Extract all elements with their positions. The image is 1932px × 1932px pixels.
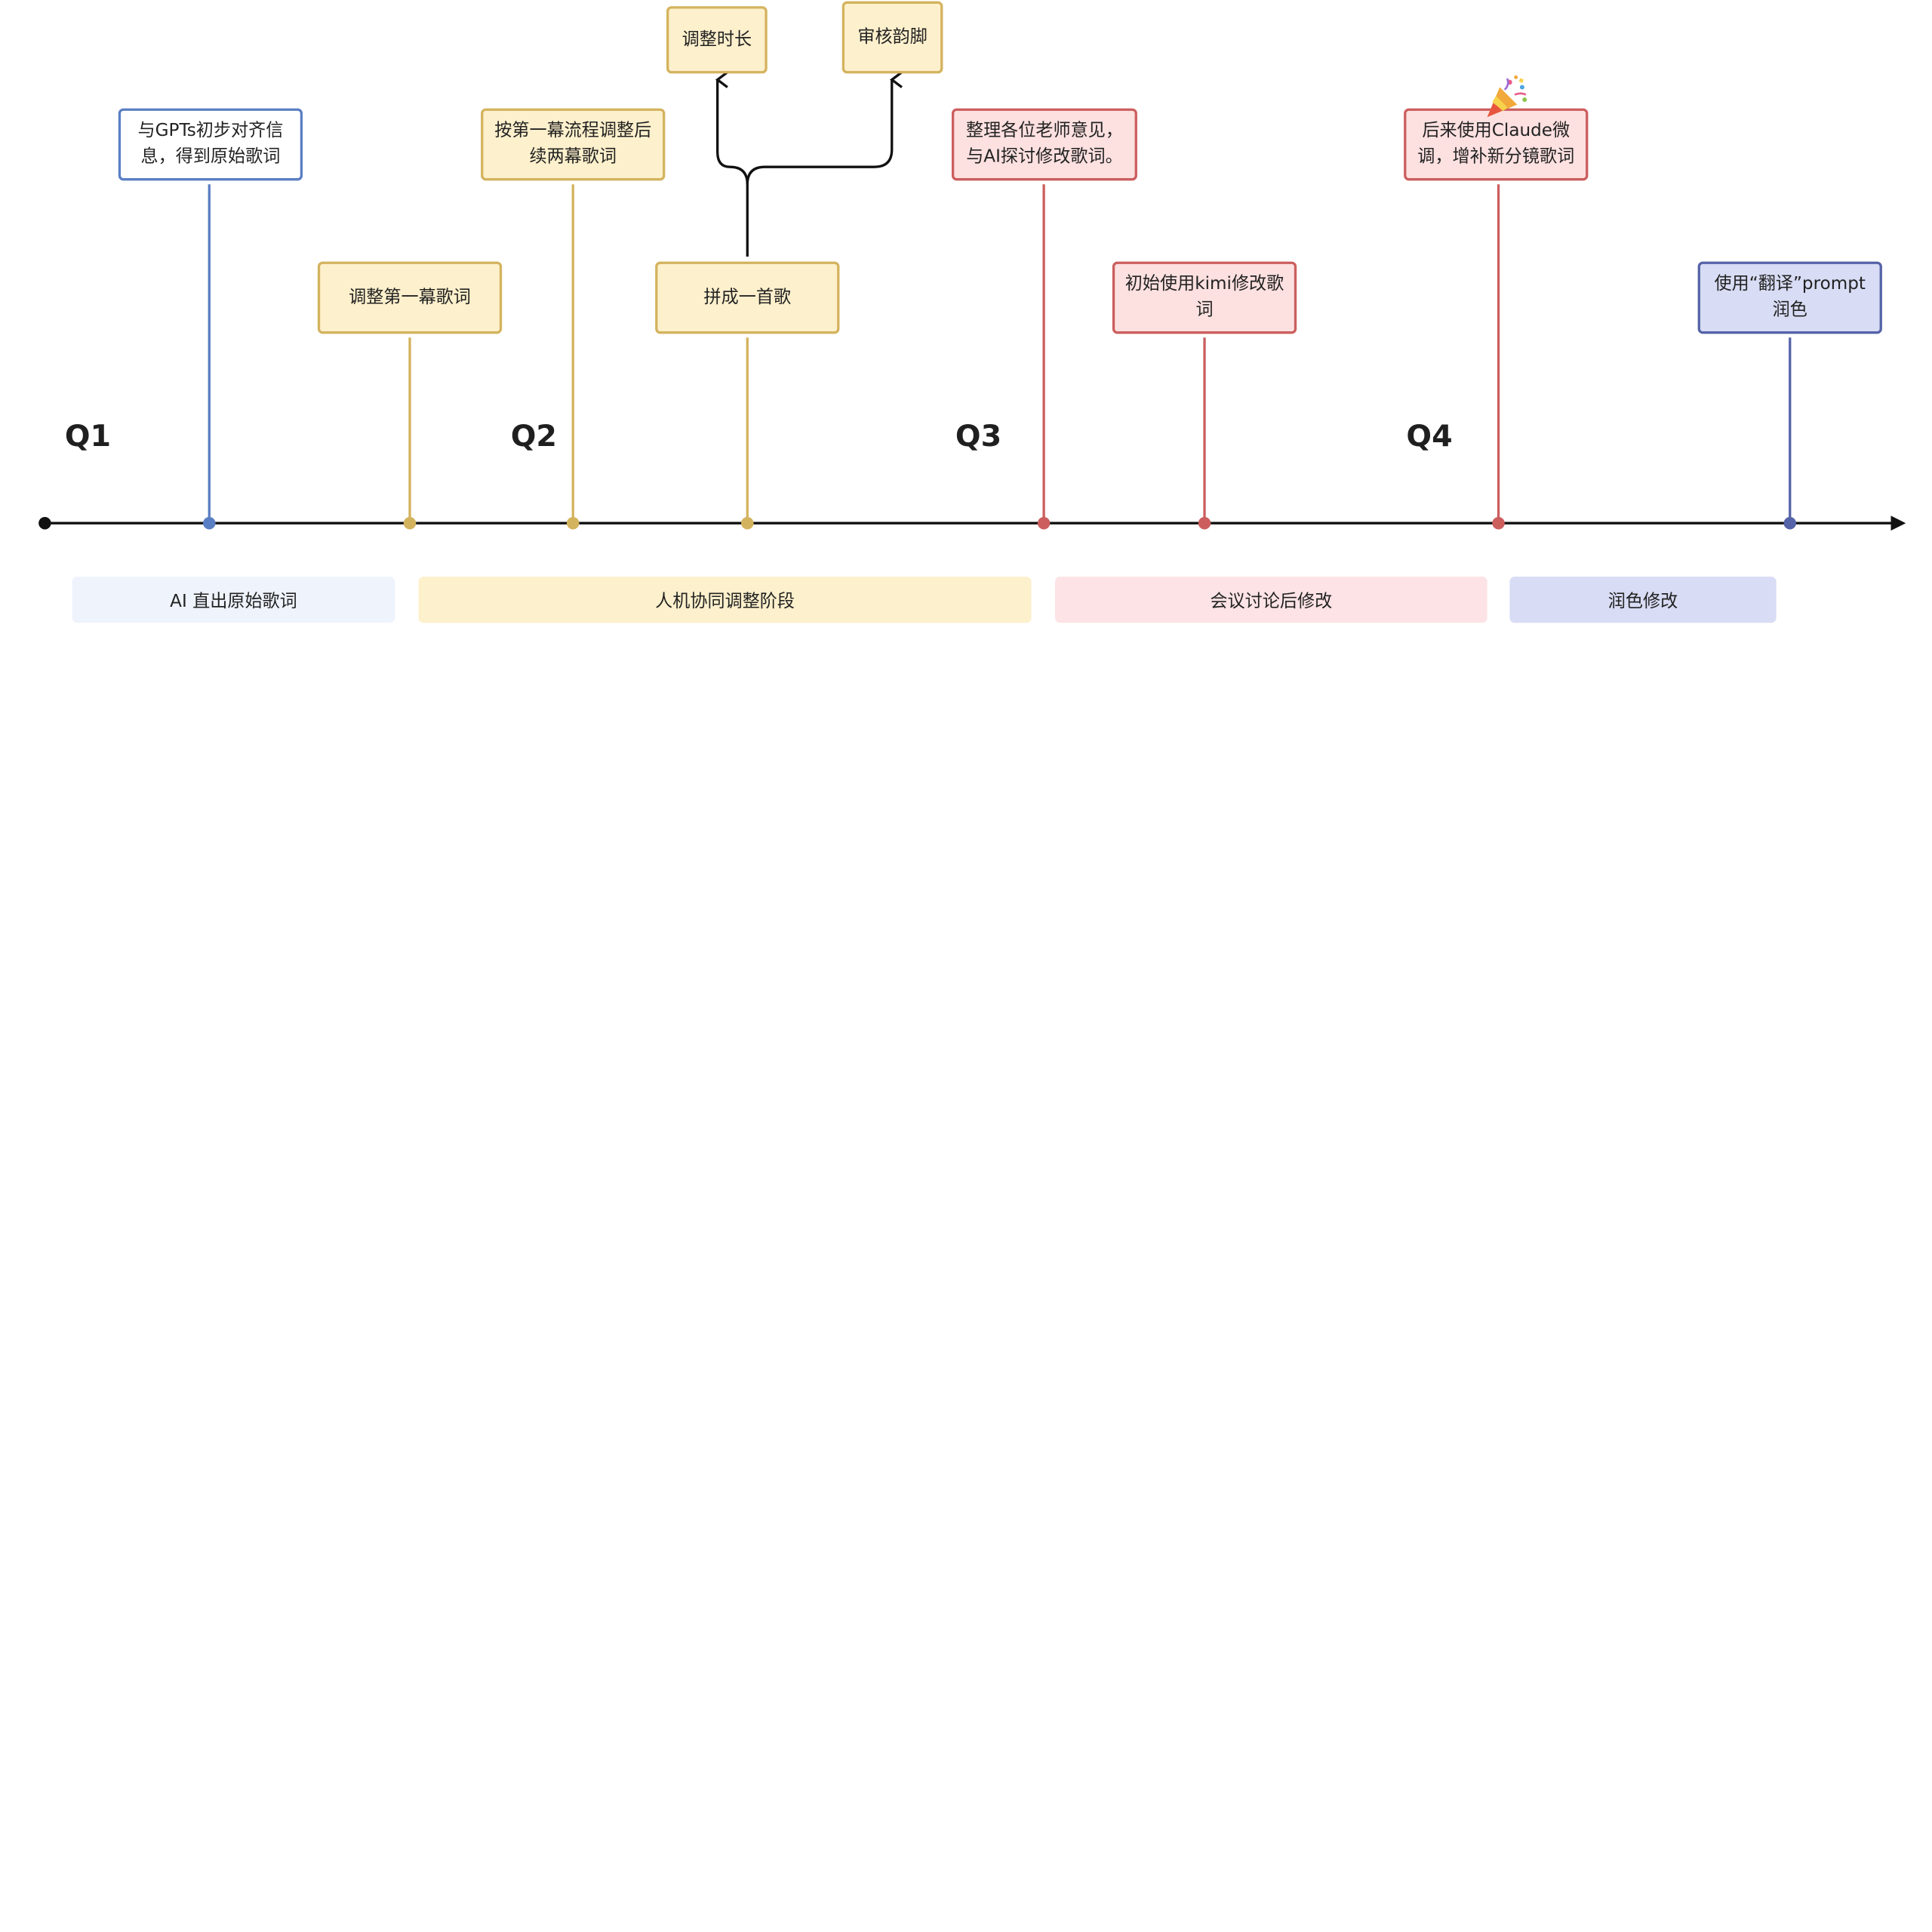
event-text: 调整时长	[681, 29, 752, 50]
event-text: 拼成一首歌	[703, 287, 792, 307]
branch-connector	[715, 71, 749, 257]
axis-dot-e7	[1492, 516, 1505, 530]
phase-band-meeting-revision: 会议讨论后修改	[1054, 577, 1487, 623]
event-box-collect-feedback: 整理各位老师意见，与AI探讨修改歌词。	[951, 108, 1137, 181]
event-box-adjust-act1: 调整第一幕歌词	[317, 261, 503, 334]
event-text: 调整第一幕歌词	[349, 287, 471, 307]
axis-dot-e1	[203, 516, 216, 530]
axis-dot-e4	[741, 516, 754, 530]
event-box-claude-tune: 后来使用Claude微调，增补新分镜歌词	[1404, 108, 1589, 181]
event-text: 整理各位老师意见，与AI探讨修改歌词。	[965, 121, 1123, 168]
event-text: 按第一幕流程调整后续两幕歌词	[494, 121, 652, 168]
axis-start-dot	[38, 516, 51, 530]
quarter-label-q4: Q4	[1406, 418, 1453, 454]
axis-dot-e2	[403, 516, 417, 530]
quarter-label-q2: Q2	[510, 418, 557, 454]
event-box-review-rhyme: 审核韵脚	[841, 1, 943, 74]
phase-band-human-ai: 人机协同调整阶段	[418, 577, 1032, 623]
event-box-adjust-duration: 调整时长	[666, 6, 768, 74]
event-box-translate-polish: 使用“翻译”prompt润色	[1697, 261, 1882, 334]
phase-band-ai-raw: AI 直出原始歌词	[72, 577, 395, 623]
quarter-label-q3: Q3	[955, 418, 1002, 454]
phase-label: AI 直出原始歌词	[170, 591, 297, 611]
party-popper-icon	[1487, 75, 1527, 118]
event-text: 审核韵脚	[857, 26, 928, 47]
event-text: 使用“翻译”prompt润色	[1714, 274, 1866, 321]
event-box-kimi-edit: 初始使用kimi修改歌词	[1112, 261, 1297, 334]
quarter-label-q1: Q1	[64, 418, 112, 454]
axis-dot-e3	[566, 516, 580, 530]
event-text: 与GPTs初步对齐信息，得到原始歌词	[137, 121, 284, 168]
event-box-combine-song: 拼成一首歌	[655, 261, 840, 334]
branch-connector-right	[746, 71, 903, 185]
axis-dot-e5	[1037, 516, 1051, 530]
axis-dot-e8	[1783, 516, 1797, 530]
event-text: 后来使用Claude微调，增补新分镜歌词	[1417, 121, 1575, 168]
event-box-adjust-acts23: 按第一幕流程调整后续两幕歌词	[481, 108, 666, 181]
axis-dot-e6	[1198, 516, 1211, 530]
event-box-gpts-align: 与GPTs初步对齐信息，得到原始歌词	[118, 108, 303, 181]
phase-label: 人机协同调整阶段	[655, 591, 795, 611]
event-text: 初始使用kimi修改歌词	[1124, 274, 1284, 321]
phase-band-polish: 润色修改	[1509, 577, 1777, 623]
phase-label: 会议讨论后修改	[1210, 591, 1333, 611]
phase-label: 润色修改	[1607, 591, 1678, 611]
